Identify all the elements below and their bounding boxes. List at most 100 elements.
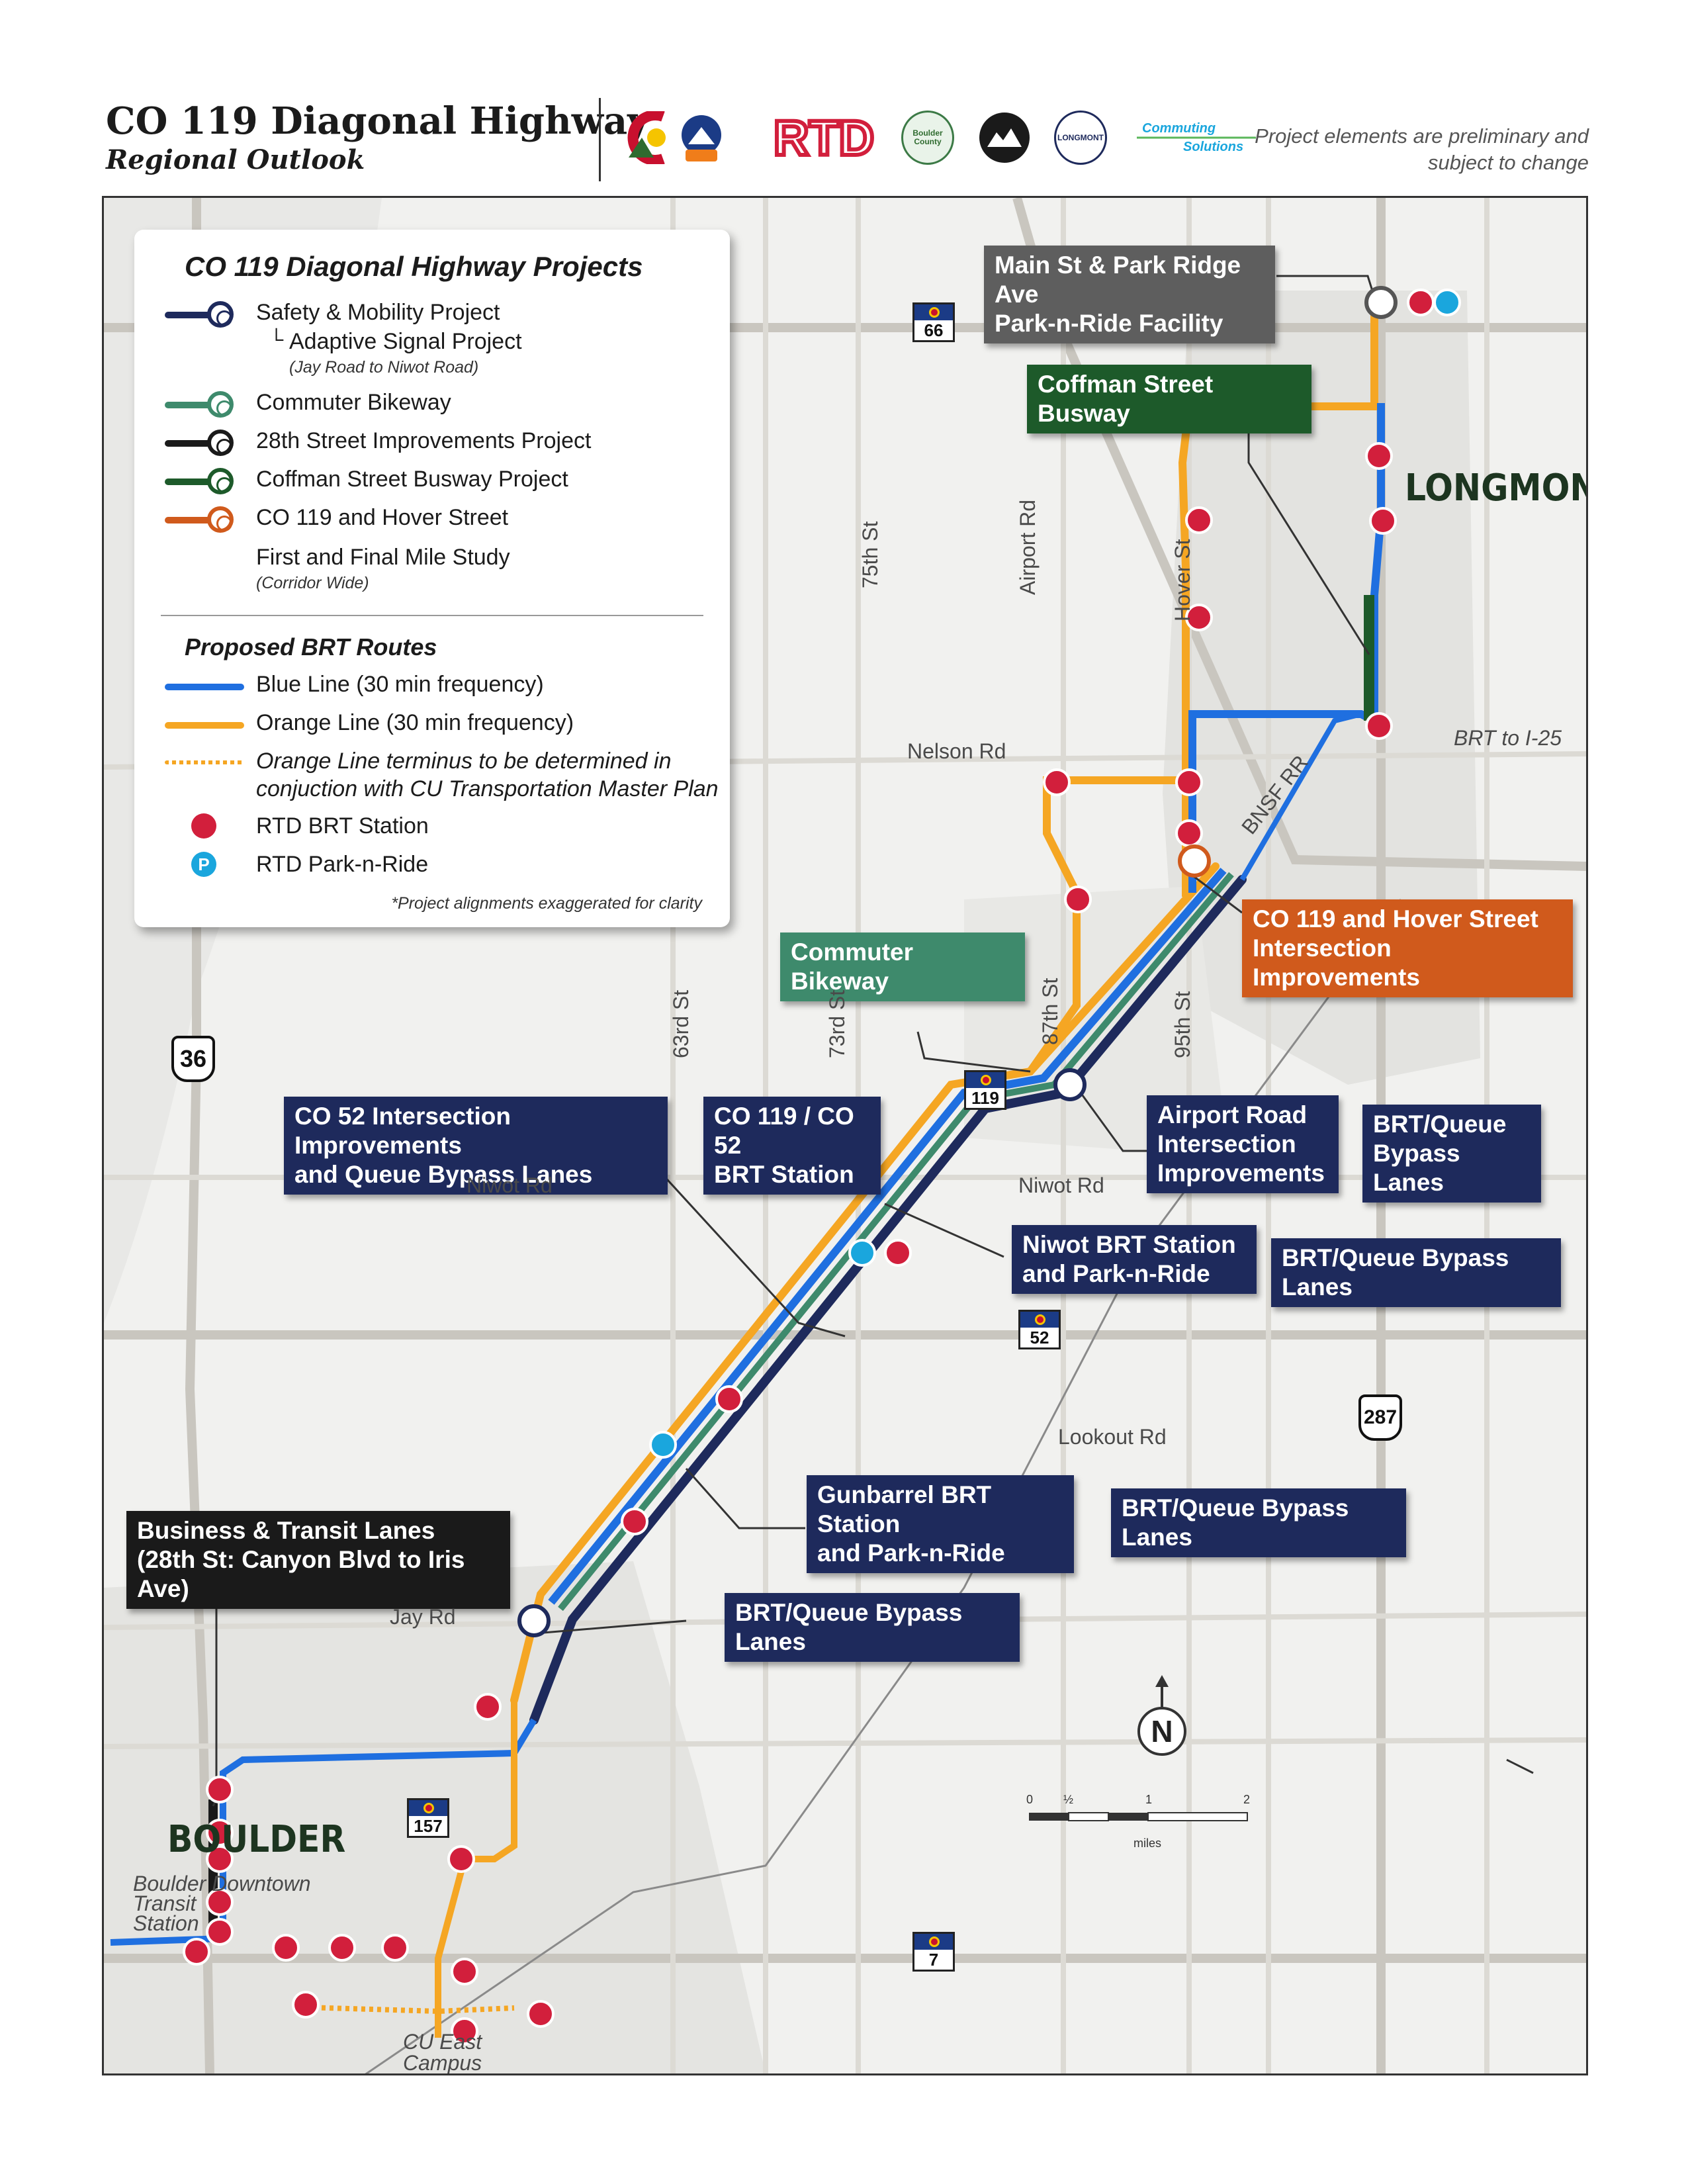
park-n-ride-swatch-icon: P	[191, 852, 216, 877]
brt-stations	[183, 289, 1435, 2045]
legend-footnote: *Project alignments exaggerated for clar…	[391, 894, 702, 913]
commuter-bikeway-line	[558, 872, 1234, 1612]
colorado-flag-icon	[1020, 1312, 1059, 1328]
shield-co7: 7	[912, 1932, 955, 1972]
svg-text:RTD: RTD	[774, 111, 874, 164]
road-95th: 95th St	[1171, 991, 1194, 1058]
legend-title: CO 119 Diagonal Highway Projects	[185, 251, 643, 282]
callout-brt-queue-4: BRT/Queue Bypass Lanes	[725, 1593, 1020, 1662]
legend-safety-mobility: Safety & Mobility Project	[256, 300, 500, 325]
road-63rd: 63rd St	[669, 989, 693, 1058]
rtd-wordmark-icon: RTD	[772, 111, 876, 164]
scale-tick-2: 2	[1243, 1793, 1251, 1806]
28th-street-ring-icon	[207, 430, 234, 456]
bnsf-railroad	[365, 899, 1402, 2073]
road-brt-i25: BRT to I-25	[1454, 726, 1562, 750]
scale-tick-half: ½	[1063, 1793, 1074, 1806]
legend-hover: CO 119 and Hover Street	[256, 505, 509, 530]
legend-brt-title: Proposed BRT Routes	[185, 633, 437, 660]
commuter-bikeway-swatch	[165, 402, 211, 408]
header-divider	[599, 98, 601, 181]
colorado-flag-icon	[966, 1072, 1004, 1088]
legend-commuter-bikeway: Commuter Bikeway	[256, 390, 451, 415]
orange-line-boulder	[435, 1700, 517, 2038]
blue-line-connector	[1239, 711, 1362, 882]
road-75th: 75th St	[858, 521, 882, 588]
legend-divider	[161, 615, 703, 616]
shield-co119: 119	[964, 1070, 1006, 1110]
colorado-flag-icon	[914, 1934, 953, 1950]
shield-co157: 157	[407, 1798, 449, 1838]
legend-coffman: Coffman Street Busway Project	[256, 467, 568, 492]
colorado-c-icon	[627, 111, 721, 164]
legend-first-final-mile: First and Final Mile Study	[256, 545, 510, 570]
coffman-ring-icon	[207, 468, 234, 494]
road-lookout: Lookout Rd	[1058, 1425, 1167, 1449]
shield-co66: 66	[912, 302, 955, 342]
28th-street-swatch	[165, 440, 211, 447]
cdot-logo	[622, 111, 734, 164]
commuting-solutions-icon: Commuting Solutions	[1137, 121, 1256, 154]
north-arrow-shaft	[1161, 1683, 1163, 1709]
road-87th: 87th St	[1038, 978, 1062, 1045]
scale-tick-1: 1	[1145, 1793, 1153, 1806]
orange-line-hover	[1178, 297, 1378, 780]
city-boulder: BOULDER	[167, 1818, 346, 1861]
legend-28th-street: 28th Street Improvements Project	[256, 428, 592, 453]
legend-panel: CO 119 Diagonal Highway Projects Safety …	[134, 230, 730, 927]
scale-bar	[1029, 1812, 1248, 1821]
legend-orange-tbd: Orange Line terminus to be determined in	[256, 749, 672, 774]
callout-brt-queue-3: BRT/Queue Bypass Lanes	[1111, 1488, 1406, 1557]
hover-ring-icon	[207, 506, 234, 533]
disclaimer-note: Project elements are preliminary and sub…	[1255, 124, 1589, 174]
commuting-solutions-logo: Commuting Solutions	[1130, 111, 1263, 164]
coffman-swatch	[165, 478, 211, 485]
legend-brt-station: RTD BRT Station	[256, 813, 429, 839]
longmont-logo: LONGMONT	[1054, 111, 1107, 165]
shield-us36: 36	[171, 1036, 215, 1082]
legend-adaptive-signal-note: (Jay Road to Niwot Road)	[289, 358, 479, 377]
road-niwot-west: Niwot Rd	[466, 1173, 553, 1197]
longmont-seal-icon: LONGMONT	[1054, 111, 1107, 165]
callout-coffman: Coffman Street Busway	[1027, 365, 1311, 433]
road-niwot-east: Niwot Rd	[1018, 1173, 1104, 1197]
brt-station-swatch-icon	[191, 813, 216, 839]
legend-orange-line: Orange Line (30 min frequency)	[256, 710, 574, 735]
callout-brt-queue-2: BRT/Queue Bypass Lanes	[1271, 1238, 1561, 1307]
legend-orange-tbd-2: conjuction with CU Transportation Master…	[256, 776, 719, 801]
park-n-rides	[649, 289, 1461, 1459]
callout-commuter-bikeway: Commuter Bikeway	[780, 933, 1025, 1001]
legend-blue-line: Blue Line (30 min frequency)	[256, 672, 544, 697]
hover-swatch	[165, 517, 211, 523]
boulder-city-seal-icon	[979, 113, 1030, 163]
legend-first-final-mile-note: (Corridor Wide)	[256, 574, 369, 592]
safety-mobility-ring-icon	[207, 301, 234, 328]
legend-park-n-ride: RTD Park-n-Ride	[256, 852, 429, 877]
road-airport: Airport Rd	[1016, 499, 1040, 595]
north-arrow-head-icon	[1155, 1675, 1169, 1687]
callout-business-transit: Business & Transit Lanes(28th St: Canyon…	[126, 1511, 510, 1609]
colorado-flag-icon	[914, 304, 953, 320]
legend-adaptive-signal-prefix: └	[269, 329, 284, 351]
scale-unit: miles	[1133, 1837, 1162, 1850]
commuter-bikeway-ring-icon	[207, 391, 234, 418]
safety-mobility-swatch	[165, 312, 211, 318]
orange-line-swatch	[165, 722, 244, 729]
road-hover: Hover St	[1171, 539, 1194, 621]
orange-tbd-swatch	[165, 760, 244, 764]
svg-text:Commuting: Commuting	[1142, 121, 1216, 136]
road-jay: Jay Rd	[390, 1605, 456, 1629]
callout-leaders	[212, 275, 1534, 1807]
rtd-logo: RTD	[771, 111, 877, 164]
